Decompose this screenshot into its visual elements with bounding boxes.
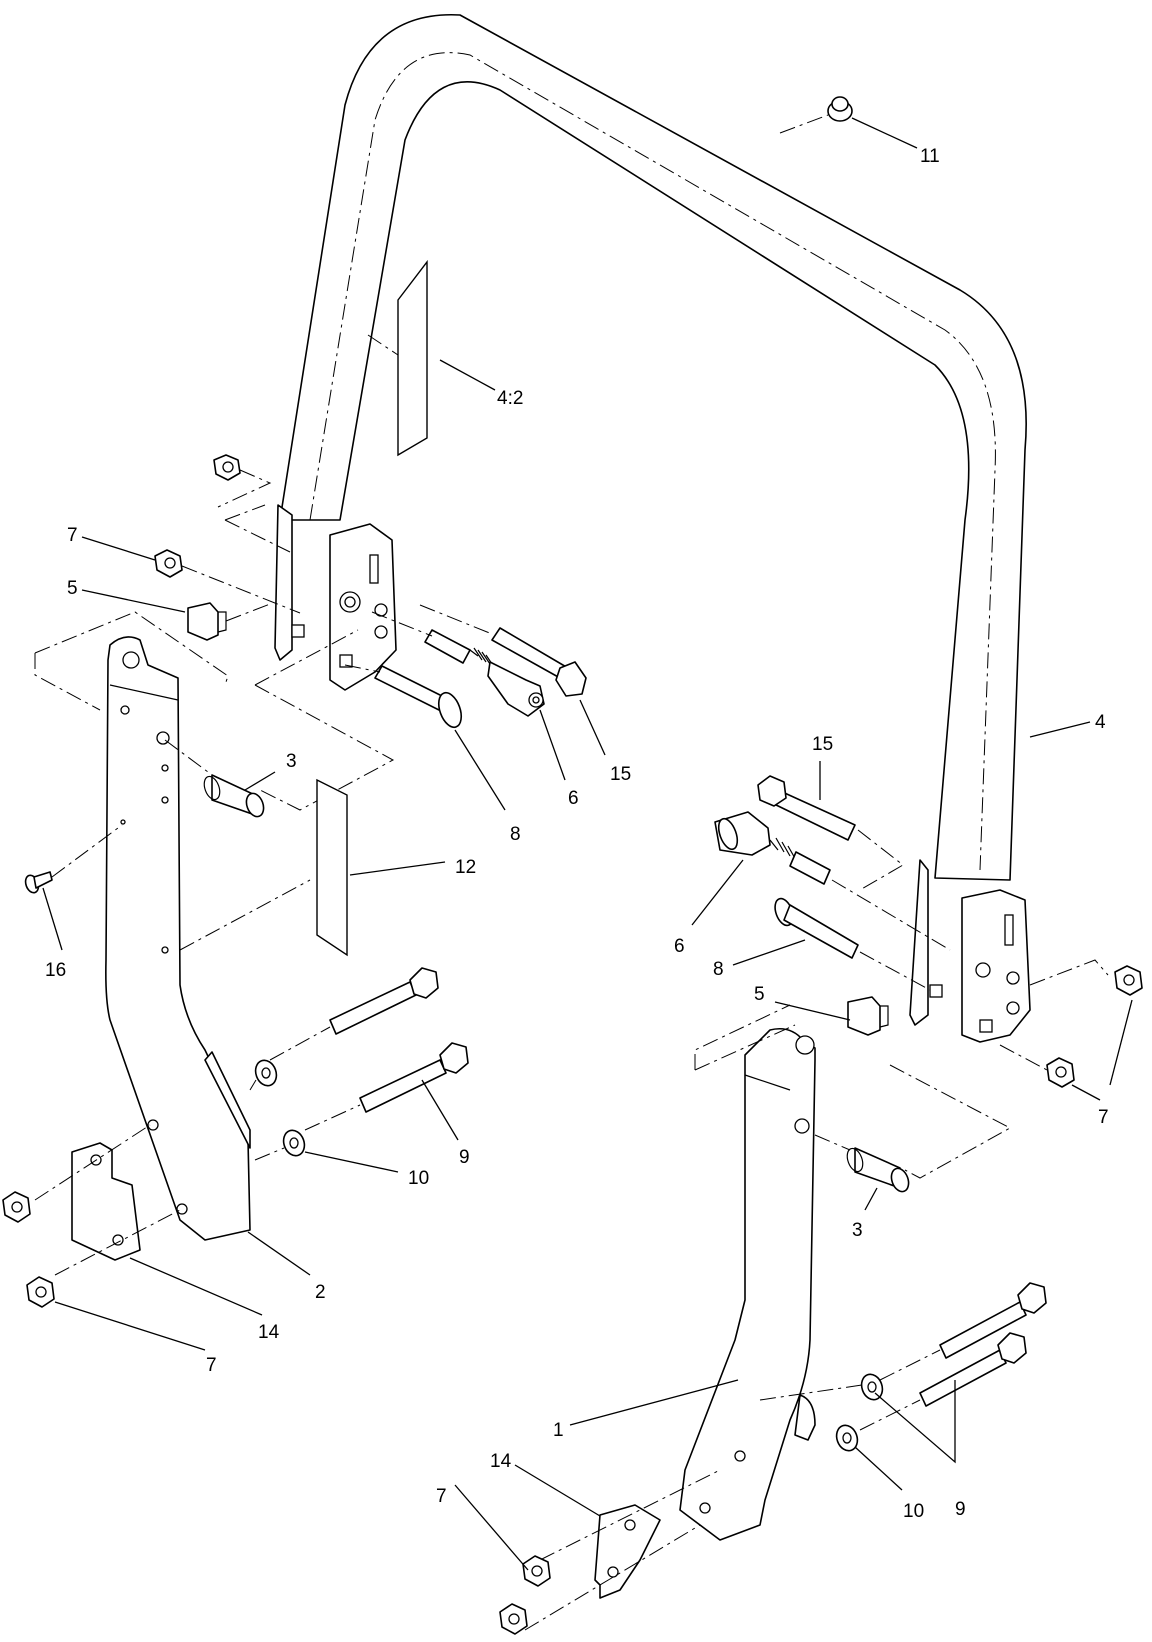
callout-6-right: 6 [674,936,685,957]
callout-1: 1 [553,1420,564,1441]
washer-10-right-upper [860,1373,884,1401]
flange-nut-top-left [213,454,272,508]
callout-8-left: 8 [510,824,521,845]
spacer-3-right [846,1147,910,1193]
nut-11 [779,96,853,134]
plate-14-right [524,1469,721,1631]
plate-14-left [34,1124,181,1276]
left-inner-square-hole [291,624,305,638]
left-upright-tube [34,611,395,1241]
callout-9-left: 9 [459,1147,470,1168]
right-pivot-assembly [909,859,1109,1043]
pin-6-right [714,811,951,951]
flange-nut-right-bottom-lower [499,1603,528,1635]
callout-10-right: 10 [903,1501,924,1522]
callout-4-2: 4:2 [497,388,523,409]
callout-3-left: 3 [286,751,297,772]
left-plate-slot [369,554,379,584]
right-upright-tube [679,1004,1012,1541]
bolt-9-right-lower [859,1332,1027,1431]
pin-8-right [774,897,931,991]
callout-16: 16 [45,960,66,981]
decal-4-2 [397,259,428,457]
flange-nut-left-mid [2,1191,31,1223]
washer-10-left-upper [254,1059,278,1087]
callout-15-right: 15 [812,734,833,755]
flange-nut-7-left-bottom [26,1276,55,1308]
callout-7-top-left: 7 [67,525,78,546]
callout-15-left: 15 [610,764,631,785]
callout-7-bottom-right: 7 [436,1486,447,1507]
right-plate-slot [1004,914,1014,946]
callout-11: 11 [920,146,940,167]
washer-10-left-lower [249,1079,306,1161]
screw-16 [24,824,123,894]
callout-5-left: 5 [67,578,78,599]
callout-12: 12 [455,857,476,878]
callout-5-right: 5 [754,984,765,1005]
callout-labels: 4:2 11 4 7 5 3 8 6 15 12 16 9 10 2 14 7 … [45,146,1109,1522]
left-pivot-assembly [224,504,397,691]
callout-7-bottom-left: 7 [206,1355,217,1376]
flange-nut-7-right-bottom [522,1555,551,1587]
roll-bar-hoop [279,13,1027,881]
left-upright-top-hole [122,651,140,669]
callout-9-right: 9 [955,1499,966,1520]
callout-8-right: 8 [713,959,724,980]
callout-7-right: 7 [1098,1107,1109,1128]
decal-12 [316,778,348,957]
pin-6-left [371,611,545,717]
callout-6-left: 6 [568,788,579,809]
bolt-15-left [419,604,587,697]
callout-14-left: 14 [258,1322,280,1343]
spacer-3-left [164,739,265,818]
bolt-9-right-upper [879,1282,1047,1381]
callout-2: 2 [315,1282,326,1303]
flange-nut-7-top-left [154,549,301,614]
left-plate-square-hole [339,654,353,668]
pin-8-left [344,664,463,729]
bolt-9-left-upper [269,967,439,1061]
bushing-5-right [847,996,889,1036]
flange-nut-7-right-lower [999,1044,1075,1088]
flange-nut-right-upper [1114,965,1143,996]
bolt-15-right [757,775,904,891]
washer-10-right-lower [759,1384,863,1452]
callout-4: 4 [1095,712,1106,733]
leader-lines [42,117,1133,1571]
callout-14-right: 14 [490,1451,512,1472]
bolt-9-left-lower [304,1042,469,1131]
bushing-5-left [187,602,271,641]
callout-3-right: 3 [852,1220,863,1241]
callout-10-left: 10 [408,1168,429,1189]
